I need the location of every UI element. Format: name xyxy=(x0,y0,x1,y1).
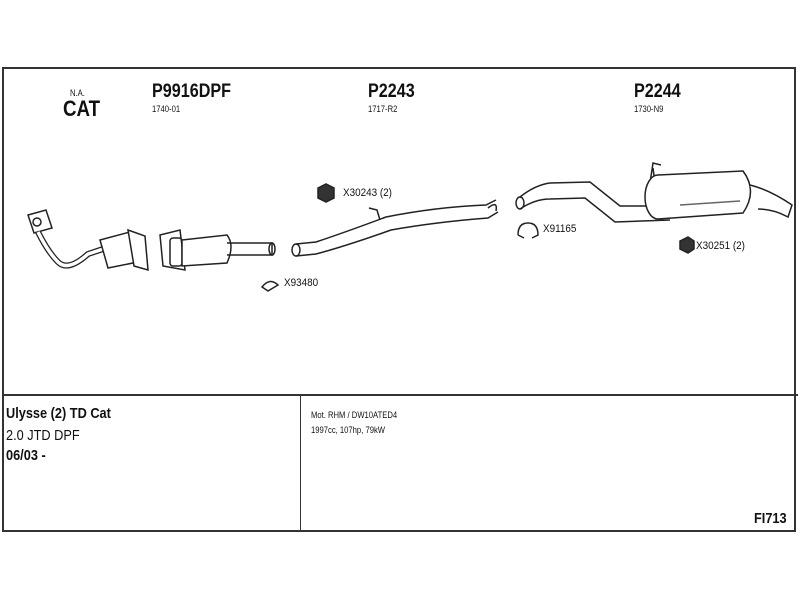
cat-label: CAT xyxy=(63,96,101,121)
part-number[interactable]: P9916DPF xyxy=(152,81,232,102)
part-ref: 1730-N9 xyxy=(634,104,664,114)
accessory-label[interactable]: X30243 (2) xyxy=(343,187,392,199)
cat-note: N.A. xyxy=(70,88,85,98)
vehicle-engine: 2.0 JTD DPF xyxy=(6,427,80,444)
vehicle-model: Ulysse (2) TD Cat xyxy=(6,405,111,422)
dpf-p9916dpf[interactable] xyxy=(159,229,276,271)
accessory-label[interactable]: X30251 (2) xyxy=(696,240,745,252)
nut-icon xyxy=(317,183,695,254)
clamp-icon xyxy=(260,222,539,292)
engine-specs: 1997cc, 107hp, 79kW xyxy=(311,425,386,435)
rear-silencer-p2244[interactable] xyxy=(515,162,793,223)
part-number[interactable]: P2243 xyxy=(368,81,415,102)
accessory-label[interactable]: X91165 xyxy=(543,223,577,235)
engine-code: Mot. RHM / DW10ATED4 xyxy=(311,410,398,420)
part-ref: 1717-R2 xyxy=(368,104,398,114)
divider xyxy=(300,395,301,532)
divider xyxy=(2,394,798,396)
part-ref: 1740-01 xyxy=(152,104,181,114)
vehicle-date: 06/03 - xyxy=(6,447,46,464)
diagram-frame xyxy=(2,67,796,532)
diagram-code: FI713 xyxy=(754,510,787,527)
accessory-label[interactable]: X93480 xyxy=(284,277,319,289)
front-pipe-catalyst[interactable] xyxy=(27,209,149,272)
middle-pipe-p2243[interactable] xyxy=(291,199,499,257)
part-number[interactable]: P2244 xyxy=(634,81,681,102)
